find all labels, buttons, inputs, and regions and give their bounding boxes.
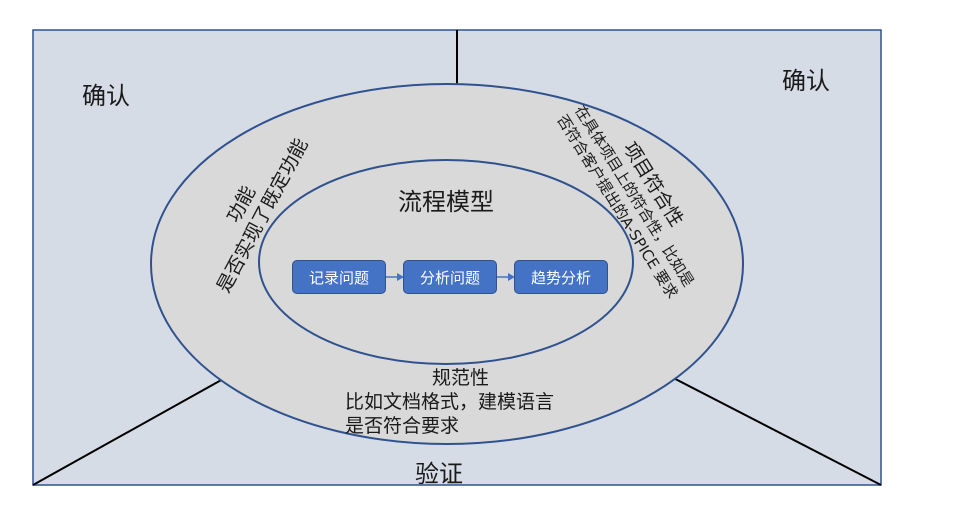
step-box-record: 记录问题 [292,260,386,294]
bottom-label: 验证 [415,460,463,488]
step-box-analyze: 分析问题 [403,260,497,294]
step-arrow [497,273,515,281]
step-arrow [386,273,404,281]
step-box-trend: 趋势分析 [514,260,608,294]
top-right-label: 确认 [782,67,830,95]
ring-bottom-line: 是否符合要求 [345,415,460,437]
inner-title: 流程模型 [398,188,494,216]
top-left-label: 确认 [82,82,130,110]
ring-bottom-line: 比如文档格式，建模语言 [345,391,555,413]
outer-ring-bottom-text: 规范性 比如文档格式，建模语言 是否符合要求 [345,366,554,438]
ring-bottom-line: 规范性 [432,367,490,389]
